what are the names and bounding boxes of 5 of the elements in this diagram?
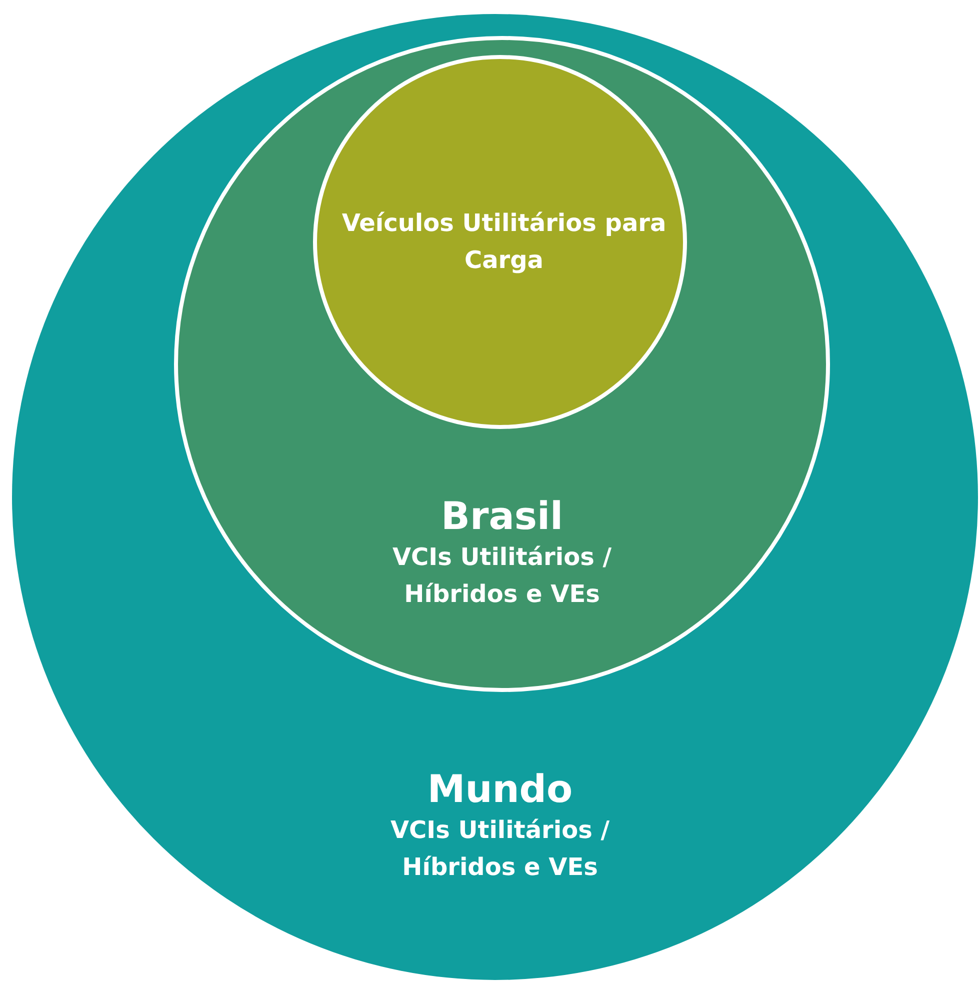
segment-label: VCIs Utilitários / Híbridos e VEs <box>389 815 611 883</box>
segment-label: Veículos Utilitários para Carga <box>340 208 668 276</box>
segment-label: VCIs Utilitários / Híbridos e VEs <box>391 542 613 610</box>
region-heading: Mundo <box>427 766 573 812</box>
region-heading: Brasil <box>440 493 563 539</box>
